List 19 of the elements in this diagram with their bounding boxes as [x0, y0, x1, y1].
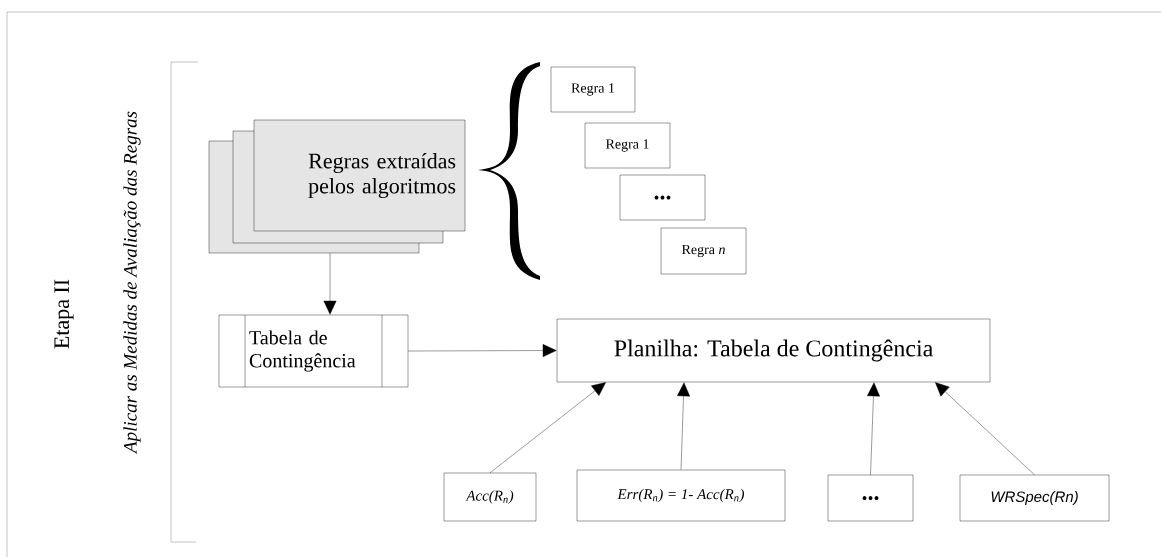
- predefined-process-box: Tabela de Contingência: [218, 314, 409, 388]
- process-box: Err(R$_{n}$) = 1- Acc(R$_{n}$): [576, 469, 786, 522]
- arrow: [489, 382, 606, 473]
- ellipsis-box: ...: [619, 174, 706, 221]
- arrow: [677, 382, 690, 470]
- stage-label: Etapa II: [54, 279, 74, 349]
- arrow: [935, 382, 1035, 475]
- process-box: Acc(R$_{n}$): [443, 472, 537, 522]
- process-box: Planilha: Tabela de Contingência: [556, 318, 991, 383]
- ellipsis-box: ...: [827, 474, 914, 522]
- side-label: Aplicar as Medidas de Avaliação das Regras: [123, 111, 141, 454]
- process-box: WRSpec(Rn): [959, 474, 1110, 522]
- process-box: Regra 1: [584, 122, 671, 169]
- arrow: [323, 253, 337, 315]
- stacked-document-box: Regras extraídas pelos algoritmos: [208, 119, 466, 254]
- arrow: [867, 382, 880, 475]
- process-box: Regra 1: [550, 66, 636, 113]
- process-box: Regra n: [660, 227, 747, 275]
- arrow: [408, 344, 557, 357]
